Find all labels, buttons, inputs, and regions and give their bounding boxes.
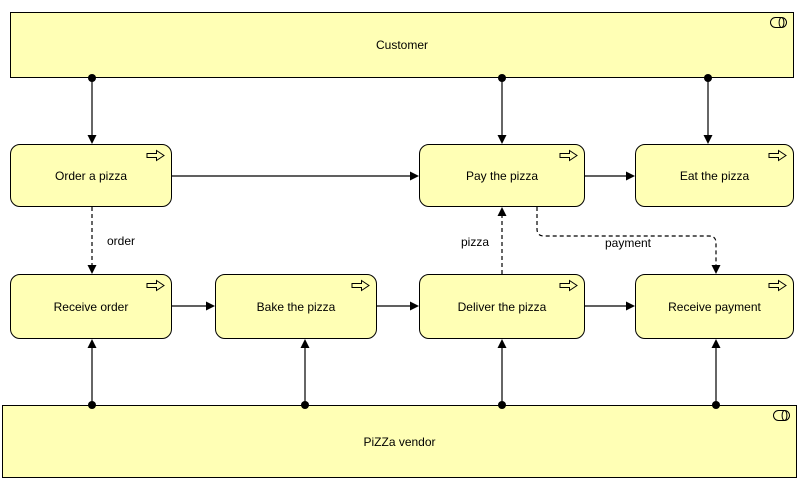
business-role-icon xyxy=(773,410,790,421)
eat-the-pizza-label: Eat the pizza xyxy=(679,168,750,183)
flow-deliver-to-pay[interactable] xyxy=(497,207,507,274)
process-arrow-icon xyxy=(146,149,165,162)
process-deliver-the-pizza[interactable]: Deliver the pizza xyxy=(419,274,585,339)
assignment-customer-to-order-a-pizza[interactable] xyxy=(87,74,97,144)
triggering-deliver-to-receive-payment[interactable] xyxy=(585,301,635,311)
assignment-customer-to-pay-the-pizza[interactable] xyxy=(497,74,507,144)
triggering-bake-to-deliver[interactable] xyxy=(377,301,419,311)
business-role-customer[interactable]: Customer xyxy=(10,12,794,78)
assignment-vendor-to-bake-the-pizza[interactable] xyxy=(300,339,310,409)
process-arrow-icon xyxy=(351,279,370,292)
process-bake-the-pizza[interactable]: Bake the pizza xyxy=(215,274,377,339)
process-pay-the-pizza[interactable]: Pay the pizza xyxy=(419,144,585,207)
process-arrow-icon xyxy=(559,279,578,292)
business-role-pizza-vendor[interactable]: PiZZa vendor xyxy=(2,405,797,478)
process-arrow-icon xyxy=(768,279,787,292)
assignment-customer-to-eat-the-pizza[interactable] xyxy=(703,74,713,144)
assignment-vendor-to-deliver-the-pizza[interactable] xyxy=(497,339,507,409)
process-arrow-icon xyxy=(146,279,165,292)
process-order-a-pizza[interactable]: Order a pizza xyxy=(10,144,172,207)
pay-the-pizza-label: Pay the pizza xyxy=(465,168,539,183)
order-a-pizza-label: Order a pizza xyxy=(54,168,128,183)
process-arrow-icon xyxy=(559,149,578,162)
process-receive-order[interactable]: Receive order xyxy=(10,274,172,339)
bake-the-pizza-label: Bake the pizza xyxy=(256,299,336,314)
flow-order-to-receive-order[interactable] xyxy=(87,207,97,274)
customer-label: Customer xyxy=(375,38,428,52)
vendor-label: PiZZa vendor xyxy=(363,434,436,449)
receive-payment-label: Receive payment xyxy=(668,299,761,314)
receive-order-label: Receive order xyxy=(53,299,129,314)
business-role-icon xyxy=(770,17,787,28)
flow-label-payment: payment xyxy=(604,236,652,250)
flow-label-pizza: pizza xyxy=(461,235,490,249)
triggering-receive-order-to-bake[interactable] xyxy=(172,301,215,311)
triggering-order-to-pay[interactable] xyxy=(172,171,419,181)
deliver-the-pizza-label: Deliver the pizza xyxy=(457,299,547,314)
flow-label-order: order xyxy=(107,234,136,248)
process-receive-payment[interactable]: Receive payment xyxy=(635,274,794,339)
process-eat-the-pizza[interactable]: Eat the pizza xyxy=(635,144,794,207)
process-arrow-icon xyxy=(768,149,787,162)
assignment-vendor-to-receive-payment[interactable] xyxy=(711,339,721,409)
triggering-pay-to-eat[interactable] xyxy=(585,171,635,181)
assignment-vendor-to-receive-order[interactable] xyxy=(87,339,97,409)
